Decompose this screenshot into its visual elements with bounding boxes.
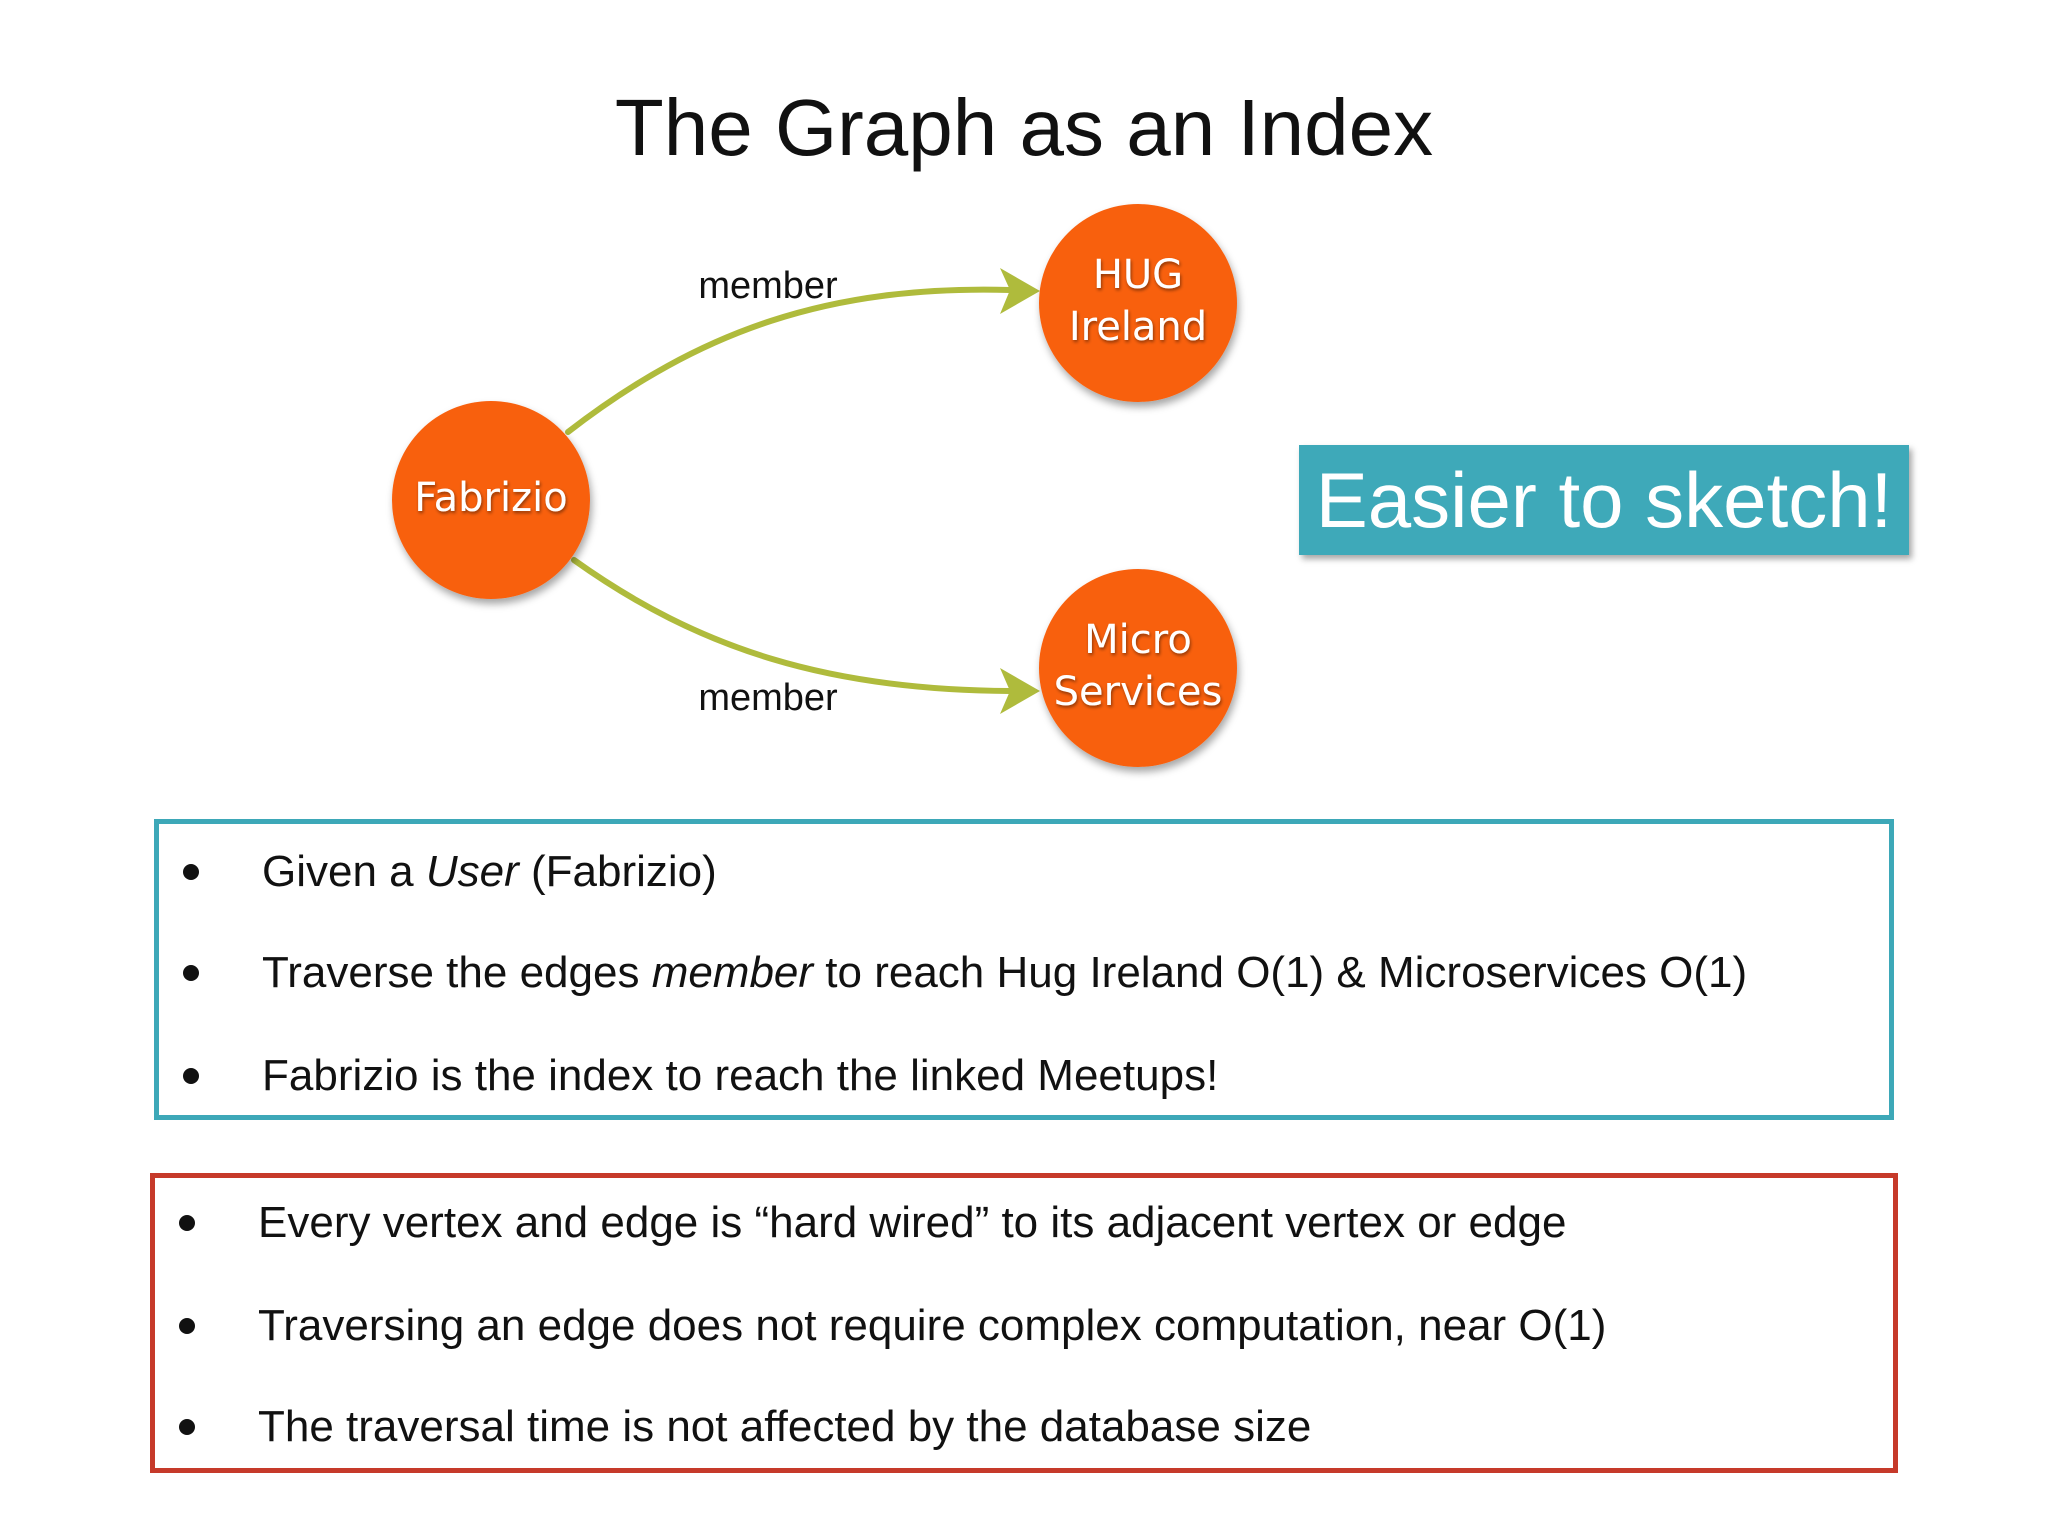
node-micro-label-line1: Micro <box>1084 617 1192 663</box>
bullet-icon <box>179 1419 195 1435</box>
slide-title: The Graph as an Index <box>614 83 1434 172</box>
node-fabrizio: Fabrizio <box>392 401 590 599</box>
callout-easier-to-sketch: Easier to sketch! <box>1299 445 1909 555</box>
edge-label-bottom: member <box>698 677 838 719</box>
node-fabrizio-label: Fabrizio <box>414 475 567 521</box>
bullet-icon <box>179 1318 195 1334</box>
node-hug-label-line1: HUG <box>1093 252 1183 298</box>
bullet-icon <box>183 864 199 880</box>
bullet-text: The traversal time is not affected by th… <box>258 1402 1312 1451</box>
graph-diagram: member member Fabrizio HUG Ireland Micro… <box>392 204 1237 767</box>
bullet-text: Traversing an edge does not require comp… <box>258 1301 1607 1350</box>
bullet-text: Every vertex and edge is “hard wired” to… <box>258 1198 1567 1247</box>
edge-member-hug <box>565 286 1013 435</box>
summary-box-blue: Given a User (Fabrizio) Traverse the edg… <box>154 819 1894 1120</box>
list-item: Traversing an edge does not require comp… <box>155 1296 1893 1356</box>
node-hug-label-line2: Ireland <box>1069 304 1207 350</box>
bullet-text: Fabrizio is the index to reach the linke… <box>262 1051 1219 1100</box>
bullet-icon <box>183 965 199 981</box>
list-item: Every vertex and edge is “hard wired” to… <box>155 1193 1893 1253</box>
edge-arrowhead-hug <box>1000 268 1040 314</box>
list-item: Fabrizio is the index to reach the linke… <box>159 1046 1889 1106</box>
bullet-text: Given a User (Fabrizio) <box>262 847 717 896</box>
list-item: Given a User (Fabrizio) <box>159 842 1889 902</box>
edge-label-top: member <box>698 265 838 307</box>
bullet-text: Traverse the edges member to reach Hug I… <box>262 948 1748 997</box>
list-item: Traverse the edges member to reach Hug I… <box>159 943 1889 1003</box>
edge-arrowhead-micro <box>1000 668 1040 714</box>
node-hug-ireland: HUG Ireland <box>1039 204 1237 402</box>
node-micro-label-line2: Services <box>1054 669 1223 715</box>
bullet-icon <box>183 1068 199 1084</box>
bullet-icon <box>179 1215 195 1231</box>
node-micro-services: Micro Services <box>1039 569 1237 767</box>
list-item: The traversal time is not affected by th… <box>155 1397 1893 1457</box>
edge-member-micro <box>571 557 1013 694</box>
summary-box-red: Every vertex and edge is “hard wired” to… <box>150 1173 1898 1473</box>
